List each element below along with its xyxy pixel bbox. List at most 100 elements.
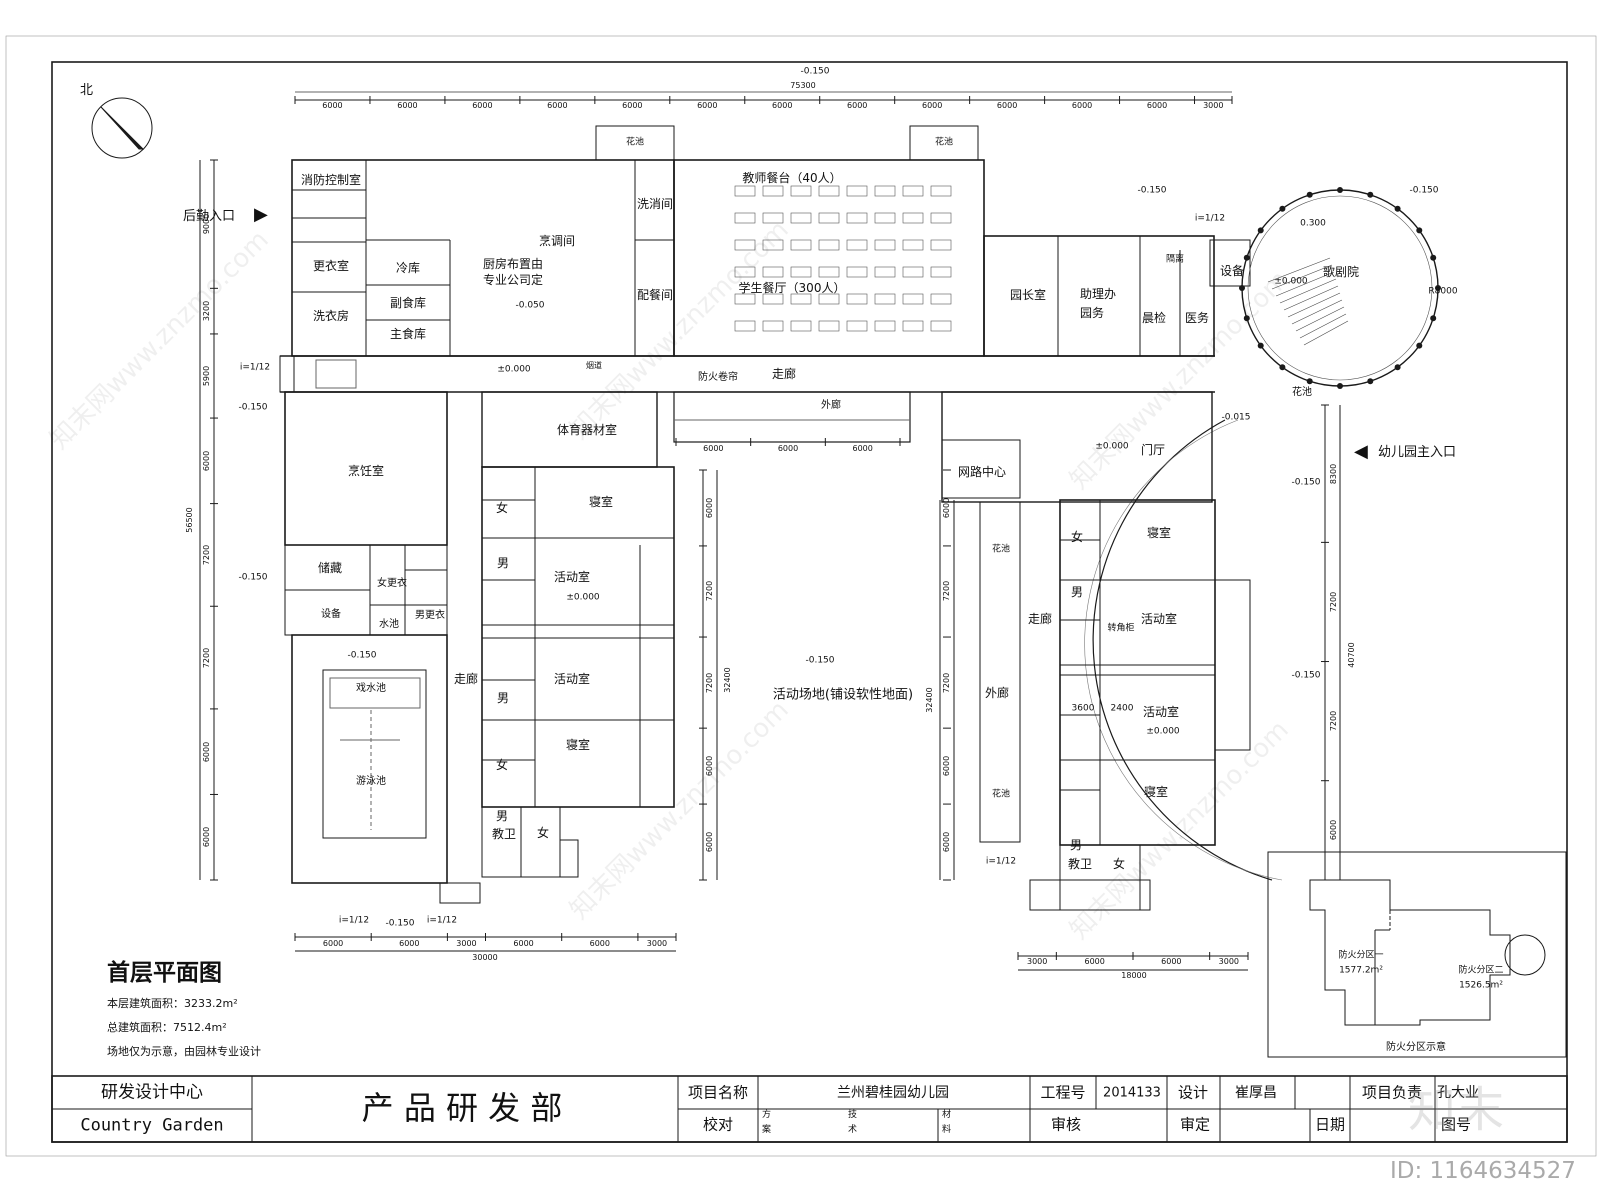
room-activity: 活动室 (1142, 705, 1180, 719)
theater-seat-row (1267, 257, 1331, 283)
room-teacher-dining: 教师餐台（40人） (742, 171, 842, 185)
room-theater: 歌剧院 (1322, 265, 1360, 279)
dining-table (818, 185, 840, 197)
dining-table (790, 185, 812, 197)
approve-label: 审定 (1179, 1115, 1211, 1134)
dining-table (734, 266, 756, 278)
slope-mark: i=1/12 (338, 915, 370, 926)
dim-inner-total: 32400 (925, 687, 934, 713)
dim-inner-total: 32400 (723, 667, 732, 693)
entrance-arrow-icon: ◀ (1354, 441, 1368, 462)
theater-column (1279, 364, 1286, 371)
flower-bed: 花池 (934, 137, 954, 148)
theater-column (1243, 254, 1250, 261)
theater-column (1367, 191, 1374, 198)
fire-zone-caption: 防火分区示意 (1386, 1042, 1446, 1053)
corridor-label: 走廊 (1027, 612, 1053, 626)
dining-table (762, 212, 784, 224)
theater-column (1306, 191, 1313, 198)
dining-table (818, 266, 840, 278)
flower-bed: 花池 (1292, 387, 1312, 398)
dim-segment-left: 5900 (202, 365, 211, 387)
toilet-female: 女 (495, 758, 509, 772)
kitchen-note-line1: 厨房布置由 (482, 257, 544, 271)
theater-column (1257, 227, 1264, 234)
room-activity: 活动室 (553, 570, 591, 584)
note-floor-area: 本层建筑面积：3233.2m² (107, 997, 238, 1010)
dim-total-top: 75300 (790, 81, 816, 90)
north-label: 北 (80, 83, 94, 98)
dim-segment-top: 6000 (547, 101, 568, 110)
level-mark: -0.050 (515, 300, 545, 311)
toilet-female: 女 (1070, 530, 1084, 544)
room-female-changing: 女更衣 (377, 578, 407, 589)
dim-segment-bottom-left: 6000 (589, 939, 610, 948)
dim-segment-bottom-left: 6000 (513, 939, 534, 948)
dining-table (734, 320, 756, 332)
level-mark: -0.150 (238, 402, 268, 413)
company-cn: 研发设计中心 (101, 1082, 203, 1103)
dining-table (874, 185, 896, 197)
project-name-label: 项目名称 (687, 1083, 749, 1102)
outer-corridor-label: 外廊 (821, 400, 841, 411)
radius-label: R8000 (1428, 286, 1458, 297)
room-staff-toilet: 教卫 (491, 827, 517, 841)
dim-total-right: 40700 (1347, 642, 1356, 668)
theater-seat-row (1283, 285, 1339, 311)
room-bedroom: 寝室 (588, 495, 614, 509)
room-side-food: 副食库 (389, 296, 427, 310)
room-cold-storage: 冷库 (395, 261, 421, 275)
dim-segment-bottom-left: 3000 (646, 939, 668, 948)
dining-table (818, 239, 840, 251)
theater-seat-row (1287, 292, 1341, 318)
dining-table (902, 293, 924, 305)
company-en: Country Garden (80, 1115, 224, 1136)
dim-segment-inner: 7200 (942, 672, 951, 693)
theater-column (1416, 342, 1423, 349)
dining-table (874, 212, 896, 224)
room-activity: 活动室 (553, 672, 591, 686)
dim-segment-top: 6000 (472, 101, 493, 110)
room-lobby: 门厅 (1140, 443, 1166, 457)
room-cooking: 烹调间 (538, 234, 576, 248)
drawing-no-label: 图号 (1440, 1115, 1472, 1134)
room-storage: 储藏 (317, 561, 343, 575)
dining-table (762, 266, 784, 278)
room-water-pool: 水池 (379, 619, 399, 630)
room-morning-check: 晨检 (1141, 311, 1167, 325)
dining-table (790, 212, 812, 224)
material-label: 材 (942, 1110, 952, 1120)
tech-label: 术 (848, 1125, 858, 1135)
dim-segment-top: 6000 (322, 101, 343, 110)
room-swimming-pool: 游泳池 (356, 776, 386, 787)
dim-segment-left: 6000 (202, 741, 211, 762)
theater-column (1279, 205, 1286, 212)
theater-column (1430, 315, 1437, 322)
dim-segment-bottom-right: 3000 (1026, 957, 1048, 966)
dining-table (762, 185, 784, 197)
level-mark: ±0.000 (1146, 726, 1180, 737)
room-width: 2400 (1110, 703, 1134, 714)
material-label: 料 (942, 1125, 952, 1135)
theater-seat-row (1295, 306, 1345, 332)
theater-column (1435, 285, 1441, 291)
dim-segment-top: 6000 (772, 101, 793, 110)
toilet-female: 女 (536, 826, 550, 840)
dim-segment-right: 7200 (1329, 591, 1338, 613)
room-bedroom: 寝室 (565, 738, 591, 752)
dim-segment-inner: 7200 (942, 581, 951, 602)
toilet-female: 女 (1112, 857, 1126, 871)
dim-segment-inner: 6000 (705, 831, 714, 853)
toilet-male: 男 (495, 809, 509, 823)
room-width: 3600 (1071, 703, 1095, 714)
fire-zone-1-label: 防火分区一 (1338, 950, 1384, 961)
room-network-center: 网路中心 (957, 465, 1007, 479)
project-name: 兰州碧桂园幼儿园 (837, 1085, 949, 1101)
toilet-female: 女 (495, 501, 509, 515)
level-mark: -0.150 (1137, 185, 1167, 196)
dim-total-bottom-right: 18000 (1121, 971, 1147, 980)
dim-segment-top: 6000 (1071, 101, 1093, 110)
theater-column (1394, 364, 1401, 371)
room-laundry: 洗衣房 (312, 309, 350, 323)
